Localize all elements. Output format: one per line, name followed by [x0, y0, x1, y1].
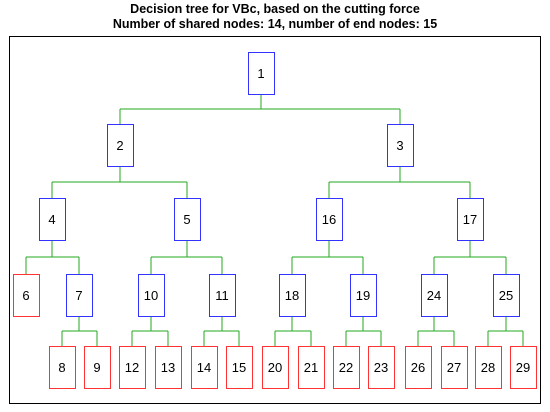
shared-node-18: 18	[279, 274, 306, 317]
node-box	[174, 198, 201, 241]
node-label: 20	[268, 360, 282, 375]
node-label: 25	[499, 288, 513, 303]
node-label: 5	[183, 212, 190, 227]
node-box	[441, 346, 468, 389]
node-label: 22	[339, 360, 353, 375]
shared-node-19: 19	[350, 274, 377, 317]
end-node-28: 28	[475, 346, 502, 389]
plot-frame	[9, 36, 541, 404]
shared-node-17: 17	[457, 198, 484, 241]
node-box	[493, 274, 520, 317]
end-node-6: 6	[13, 274, 40, 317]
node-box	[226, 346, 253, 389]
node-box	[316, 198, 343, 241]
tree-edges	[25, 94, 524, 346]
end-node-21: 21	[298, 346, 325, 389]
end-node-13: 13	[155, 346, 182, 389]
node-box	[13, 274, 40, 317]
end-node-23: 23	[368, 346, 395, 389]
shared-node-2: 2	[107, 124, 134, 167]
node-box	[421, 274, 448, 317]
node-box	[368, 346, 395, 389]
node-box	[298, 346, 325, 389]
end-node-22: 22	[333, 346, 360, 389]
chart-subtitle: Number of shared nodes: 14, number of en…	[112, 17, 438, 31]
node-label: 21	[304, 360, 318, 375]
node-box	[49, 346, 76, 389]
shared-node-3: 3	[387, 124, 414, 167]
node-label: 9	[93, 360, 100, 375]
node-label: 8	[58, 360, 65, 375]
node-label: 15	[232, 360, 246, 375]
node-box	[84, 346, 111, 389]
node-label: 19	[356, 288, 370, 303]
node-box	[191, 346, 218, 389]
shared-node-25: 25	[493, 274, 520, 317]
node-box	[39, 198, 66, 241]
end-node-8: 8	[49, 346, 76, 389]
node-box	[66, 274, 93, 317]
node-label: 4	[48, 212, 55, 227]
node-label: 2	[116, 138, 123, 153]
end-node-14: 14	[191, 346, 218, 389]
node-label: 10	[144, 288, 158, 303]
node-box	[405, 346, 432, 389]
end-node-26: 26	[405, 346, 432, 389]
node-box	[107, 124, 134, 167]
shared-node-16: 16	[316, 198, 343, 241]
node-label: 7	[75, 288, 82, 303]
shared-node-11: 11	[209, 274, 236, 317]
shared-node-4: 4	[39, 198, 66, 241]
node-label: 11	[215, 288, 229, 303]
node-label: 29	[516, 360, 530, 375]
node-label: 13	[161, 360, 175, 375]
chart-title: Decision tree for VBc, based on the cutt…	[130, 2, 420, 16]
shared-node-5: 5	[174, 198, 201, 241]
end-node-15: 15	[226, 346, 253, 389]
node-box	[138, 274, 165, 317]
node-label: 17	[463, 212, 477, 227]
node-label: 16	[322, 212, 336, 227]
shared-node-7: 7	[66, 274, 93, 317]
node-box	[155, 346, 182, 389]
node-box	[475, 346, 502, 389]
node-box	[387, 124, 414, 167]
end-node-27: 27	[441, 346, 468, 389]
node-box	[457, 198, 484, 241]
shared-node-1: 1	[248, 52, 275, 95]
node-label: 6	[22, 288, 29, 303]
node-box	[279, 274, 306, 317]
end-node-20: 20	[262, 346, 289, 389]
end-node-29: 29	[510, 346, 537, 389]
node-box	[262, 346, 289, 389]
shared-node-10: 10	[138, 274, 165, 317]
node-label: 3	[396, 138, 403, 153]
node-label: 28	[481, 360, 495, 375]
node-label: 12	[125, 360, 139, 375]
end-node-12: 12	[119, 346, 146, 389]
node-box	[209, 274, 236, 317]
node-box	[510, 346, 537, 389]
node-label: 14	[197, 360, 211, 375]
node-label: 1	[257, 66, 264, 81]
node-label: 24	[427, 288, 441, 303]
shared-node-24: 24	[421, 274, 448, 317]
node-box	[119, 346, 146, 389]
node-label: 26	[411, 360, 425, 375]
node-box	[248, 52, 275, 95]
node-label: 18	[285, 288, 299, 303]
node-label: 23	[374, 360, 388, 375]
node-box	[350, 274, 377, 317]
node-box	[333, 346, 360, 389]
end-node-9: 9	[84, 346, 111, 389]
node-label: 27	[447, 360, 461, 375]
